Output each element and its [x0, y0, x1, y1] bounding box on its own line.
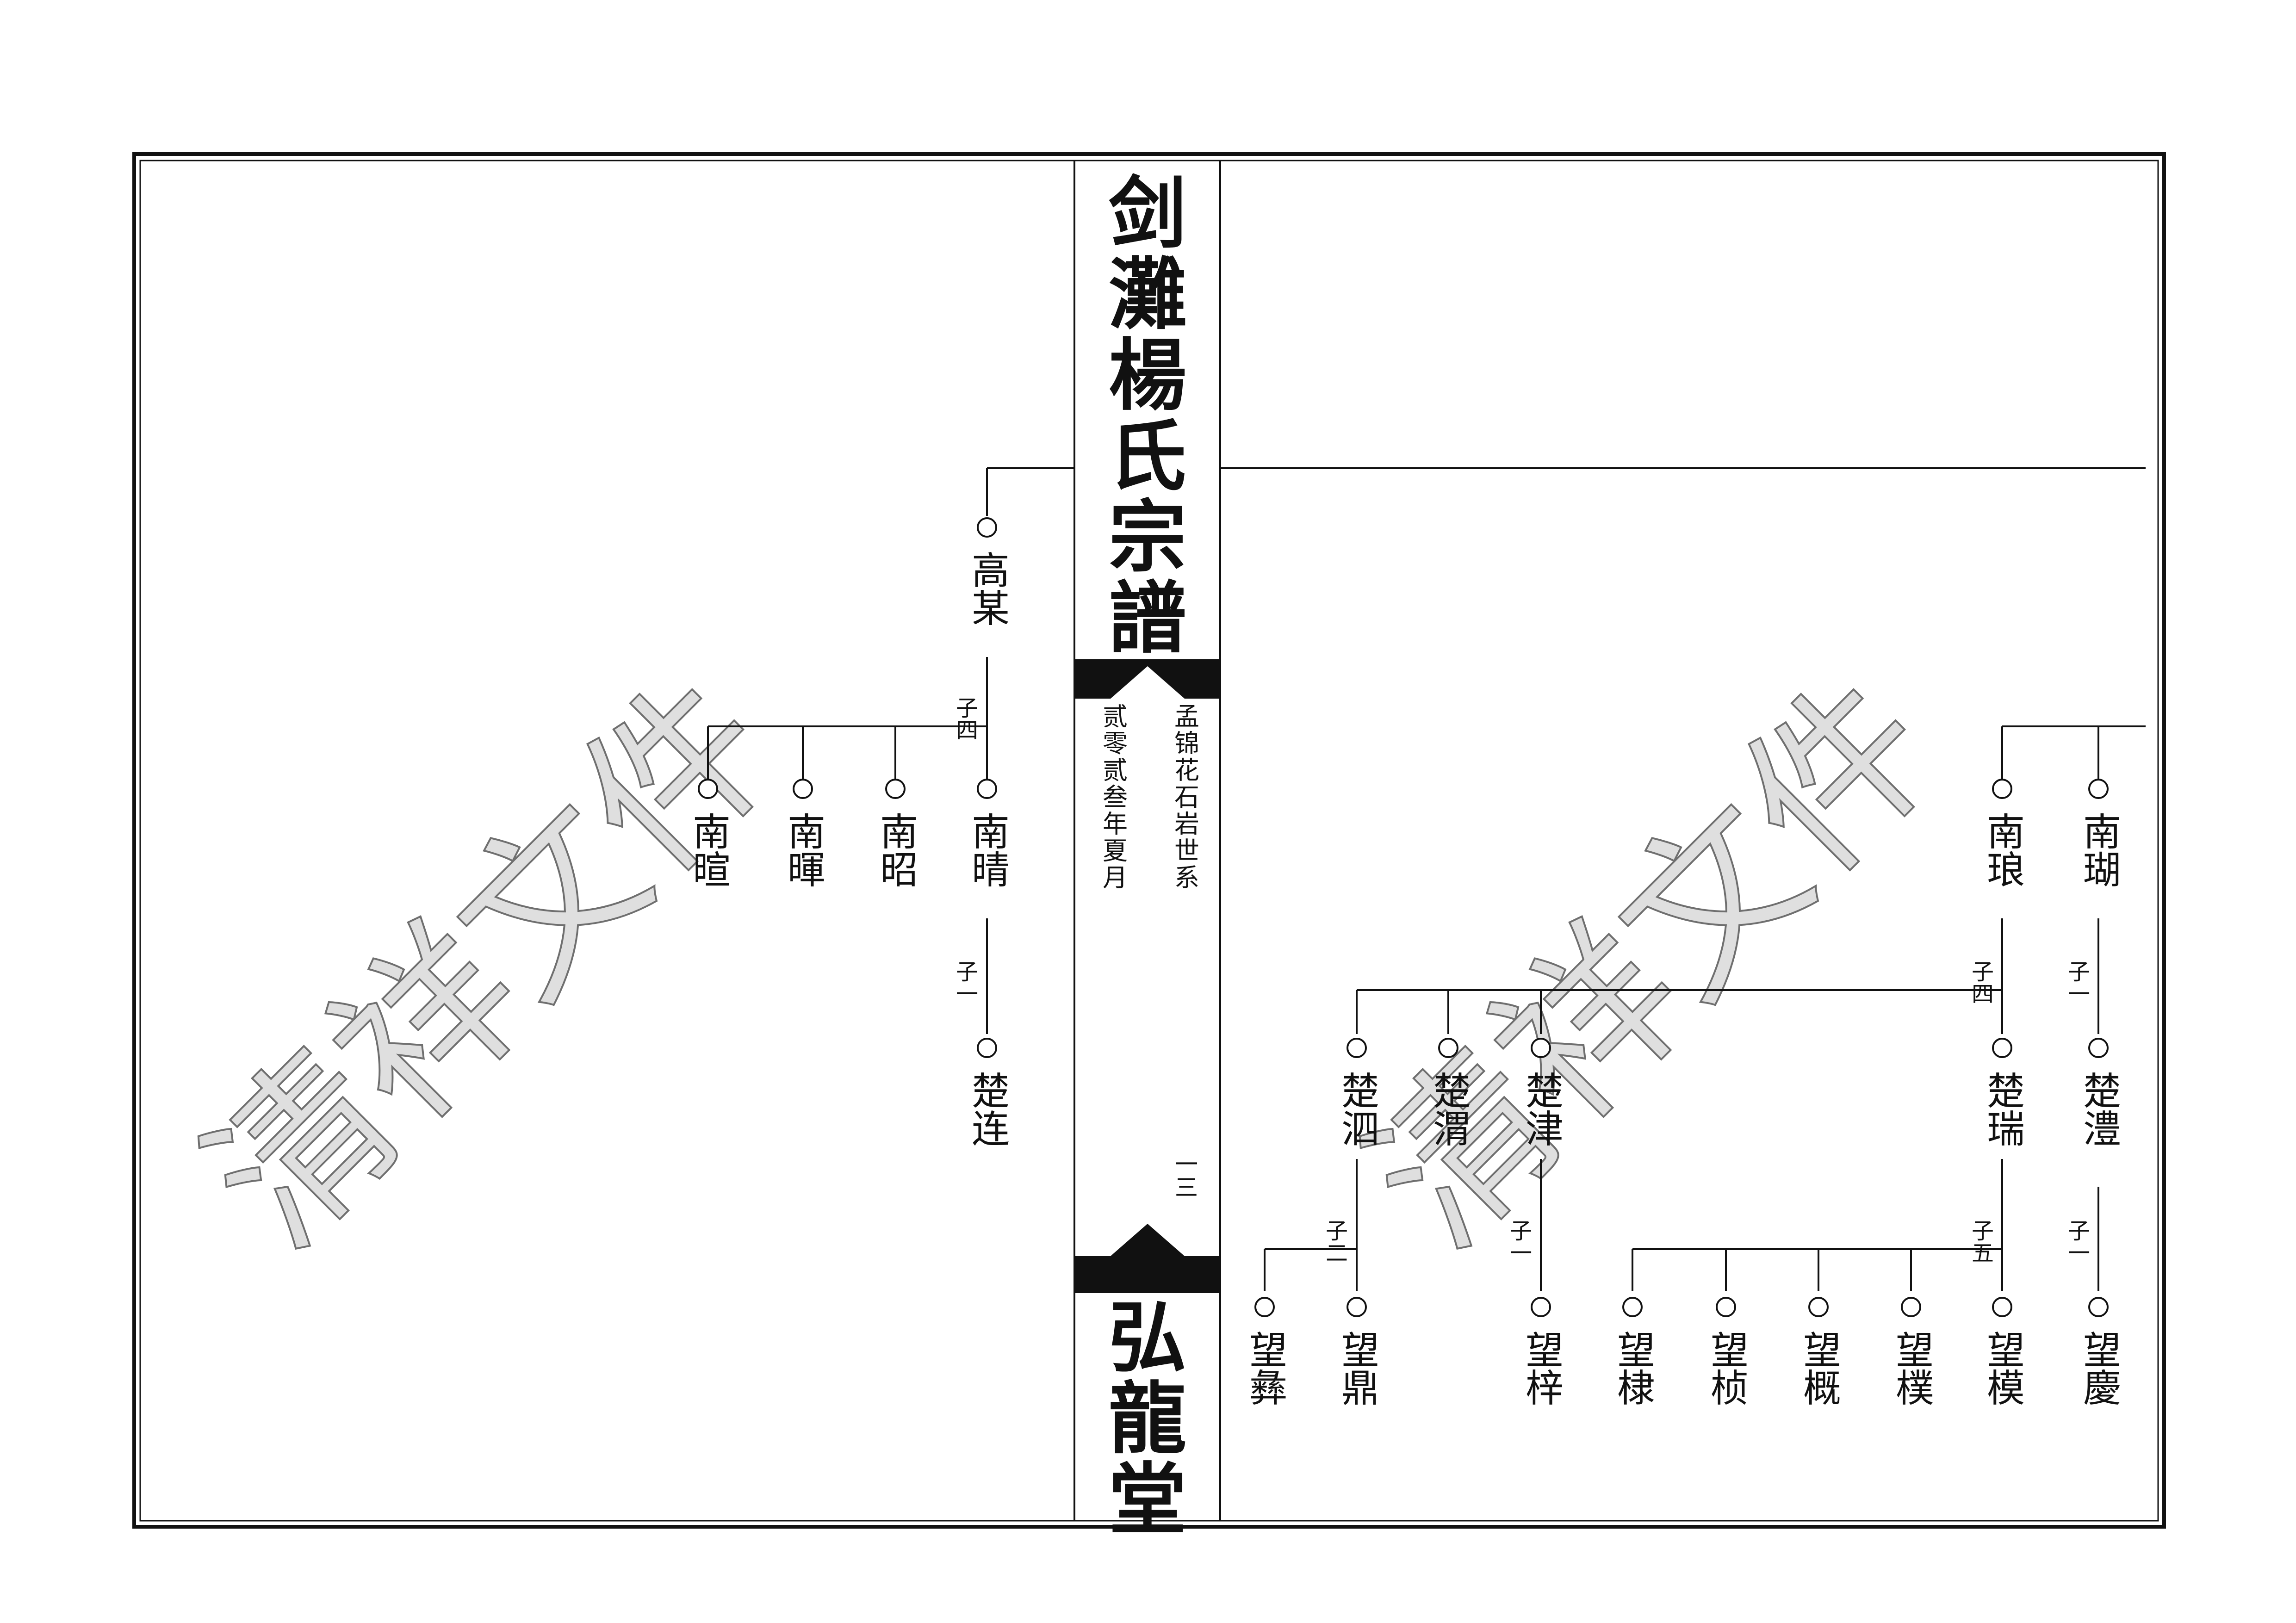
person-node: [1254, 1297, 1275, 1317]
person-node: [2088, 779, 2109, 799]
person-name: 南暄: [686, 812, 730, 888]
person-node: [1622, 1297, 1643, 1317]
person-node: [977, 1038, 997, 1058]
person-node: [977, 517, 997, 538]
person-name: 高某: [965, 551, 1009, 626]
son-count-label: 子四: [1967, 960, 1993, 1004]
person-name: 楚瑞: [1980, 1071, 2024, 1147]
person-name: 南晴: [965, 812, 1009, 888]
son-count-label: 子一: [2064, 1219, 2090, 1264]
son-count-label: 子一: [2064, 960, 2090, 1004]
person-name: 望彝: [1243, 1330, 1287, 1406]
person-node: [1531, 1038, 1551, 1058]
person-name: 望桢: [1704, 1330, 1748, 1406]
hall-char: 堂: [1109, 1454, 1186, 1545]
branch-line: 孟锦花石岩世系: [1170, 703, 1199, 891]
person-node: [2088, 1297, 2109, 1317]
person-node: [1992, 779, 2012, 799]
person-name: 楚津: [1519, 1071, 1563, 1147]
son-count-label: 子四: [952, 696, 978, 741]
person-node: [1438, 1038, 1458, 1058]
person-node: [1716, 1297, 1736, 1317]
person-name: 望模: [1980, 1330, 2024, 1406]
person-name: 望棣: [1611, 1330, 1655, 1406]
son-count-label: 子五: [1967, 1219, 1993, 1264]
watermarks: 清祥文件清祥文件: [168, 640, 1974, 1284]
title-char: 灘: [1109, 248, 1186, 340]
person-node: [2088, 1038, 2109, 1058]
person-node: [793, 779, 813, 799]
compile-date: 贰零贰叁年夏月: [1098, 703, 1128, 891]
person-name: 望概: [1797, 1330, 1841, 1406]
title-char: 譜: [1109, 572, 1186, 664]
person-node: [1531, 1297, 1551, 1317]
person-name: 南暉: [781, 812, 825, 888]
person-node: [1808, 1297, 1829, 1317]
hall-name: 弘龍堂: [1109, 1292, 1186, 1545]
son-count-label: 子二: [1322, 1219, 1347, 1264]
watermark-text: 清祥文件: [1331, 641, 1973, 1283]
person-name: 望梓: [1519, 1330, 1563, 1406]
title-char: 楊: [1109, 329, 1186, 421]
title-char: 剑: [1109, 167, 1186, 259]
watermark-text: 清祥文件: [169, 641, 812, 1283]
lineage-lines: [707, 467, 2146, 1291]
title-char: 宗: [1109, 491, 1186, 583]
person-node: [1992, 1297, 2012, 1317]
son-count-label: 子一: [1506, 1219, 1532, 1264]
person-name: 望慶: [2077, 1330, 2121, 1406]
person-name: 望鼎: [1335, 1330, 1379, 1406]
person-name: 南琅: [1980, 812, 2024, 888]
person-node: [1992, 1038, 2012, 1058]
title-char: 氏: [1109, 410, 1186, 502]
person-name: 望樸: [1889, 1330, 1933, 1406]
person-node: [698, 779, 718, 799]
person-name: 楚连: [965, 1071, 1009, 1147]
top-fishtail: [1074, 659, 1220, 699]
person-node: [1347, 1038, 1367, 1058]
person-node: [977, 779, 997, 799]
person-node: [885, 779, 906, 799]
person-name: 楚渭: [1427, 1071, 1471, 1147]
page-number: 一三: [1171, 1152, 1198, 1198]
page-frame: [132, 152, 2166, 1529]
hall-char: 龍: [1109, 1373, 1186, 1464]
bottom-fishtail: [1074, 1224, 1220, 1293]
person-node: [1347, 1297, 1367, 1317]
person-node: [1901, 1297, 1921, 1317]
hall-char: 弘: [1109, 1292, 1186, 1383]
person-name: 南瑚: [2077, 812, 2121, 888]
son-count-label: 子一: [952, 960, 978, 1004]
person-name: 楚澧: [2077, 1071, 2121, 1147]
person-name: 楚泗: [1335, 1071, 1379, 1147]
person-name: 南昭: [874, 812, 918, 888]
